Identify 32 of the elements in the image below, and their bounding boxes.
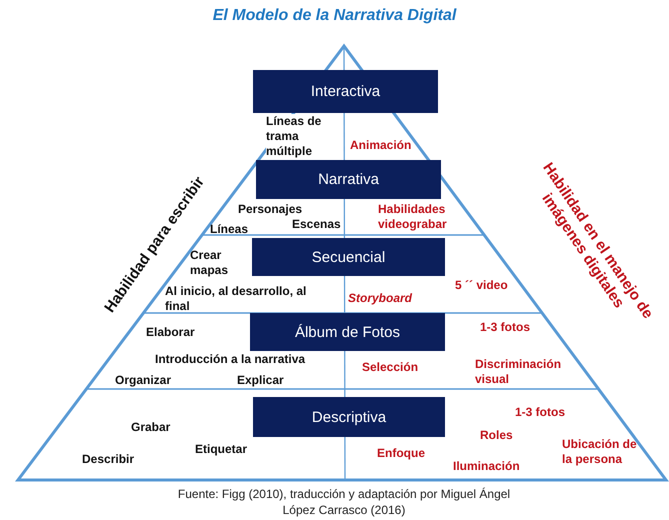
skill-label: Líneas: [210, 222, 250, 237]
skill-label: Animación: [350, 138, 412, 153]
caption: Fuente: Figg (2010), traducción y adaptación por Miguel Ángel López Carrasco (2016): [176, 486, 512, 518]
skill-label: Personajes: [238, 202, 304, 217]
skill-label: Storyboard: [348, 291, 414, 306]
level-box: Secuencial: [252, 238, 445, 276]
skill-label: Grabar: [131, 420, 172, 435]
skill-label: Habilidades videograbar: [378, 202, 448, 232]
skill-label: Iluminación: [453, 459, 521, 474]
skill-label: 1-3 fotos: [515, 405, 566, 420]
level-box: Descriptiva: [253, 397, 445, 437]
skill-label: Ubicación de la persona: [562, 437, 638, 467]
skill-label: Explicar: [237, 373, 285, 388]
level-box: Interactiva: [253, 70, 438, 113]
level-box: Álbum de Fotos: [250, 313, 445, 351]
skill-label: Crear mapas: [190, 248, 230, 278]
skill-label: Escenas: [292, 217, 342, 232]
skill-label: Selección: [362, 360, 420, 375]
skill-label: Discriminación visual: [475, 357, 562, 387]
skill-label: Líneas de trama múltiple: [266, 114, 322, 159]
skill-label: Al inicio, al desarrollo, al final: [165, 284, 308, 314]
skill-label: Elaborar: [146, 325, 196, 340]
skill-label: Roles: [480, 428, 514, 443]
skill-label: 1-3 fotos: [480, 320, 532, 335]
level-box: Narrativa: [256, 160, 441, 199]
skill-label: Etiquetar: [195, 442, 248, 457]
skill-label: 5 ´´ video: [455, 278, 509, 293]
skill-label: Introducción a la narrativa: [155, 352, 306, 367]
skill-label: Enfoque: [377, 446, 426, 461]
skill-label: Describir: [82, 452, 136, 467]
skill-label: Organizar: [115, 373, 172, 388]
diagram-title: El Modelo de la Narrativa Digital: [212, 7, 458, 25]
